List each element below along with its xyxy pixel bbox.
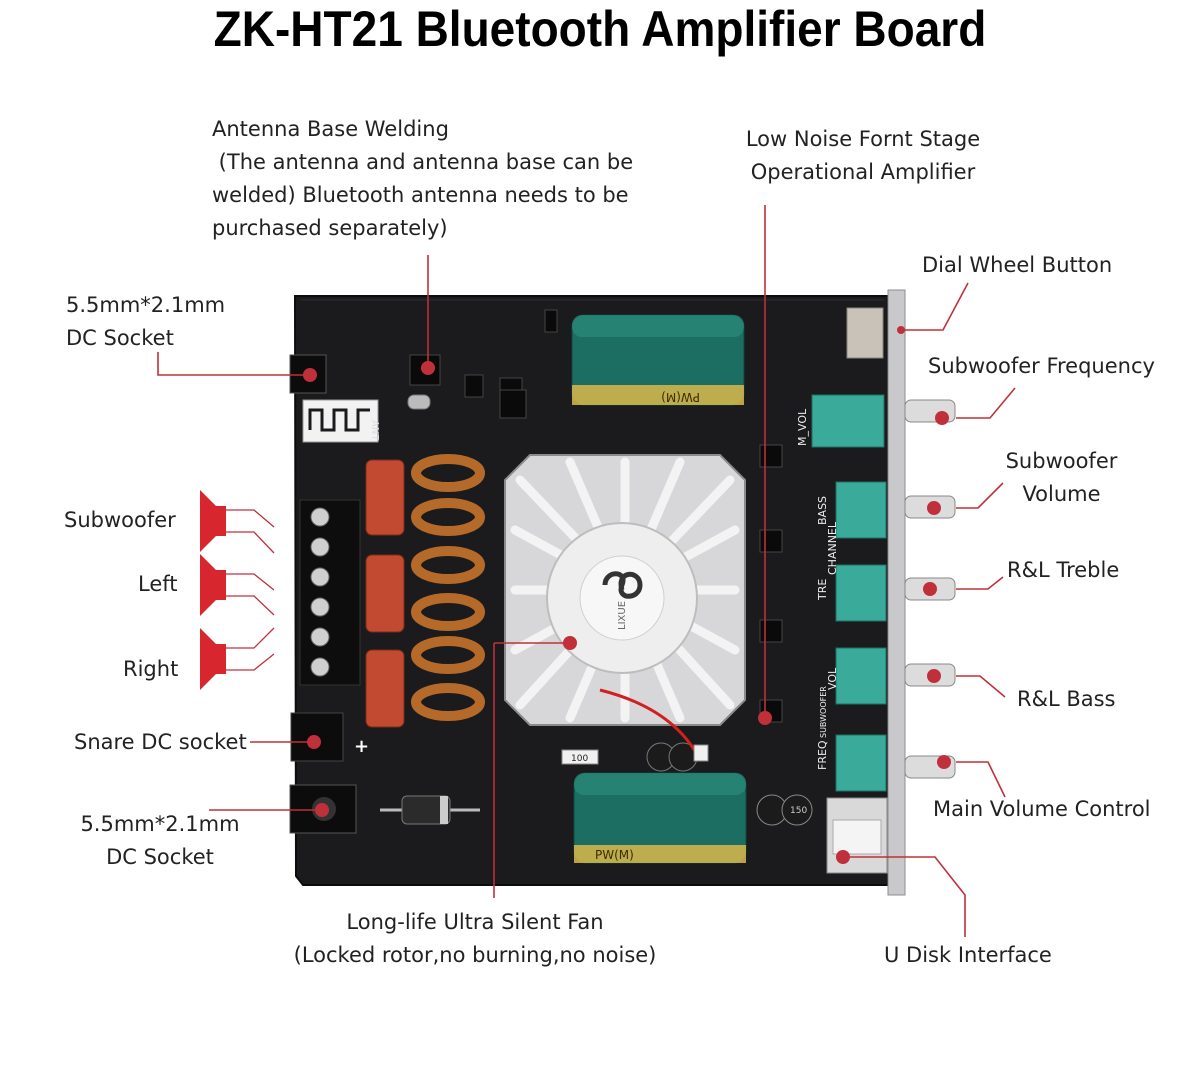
callout-dots [303,326,951,864]
potentiometers [811,307,956,874]
fan-brand: LIXUE [617,601,628,630]
top-capacitor: PW(M) [571,314,745,406]
subwoofer-volume-label: Subwoofer Volume [1005,449,1118,506]
speaker-icon [200,554,226,616]
bass-marking: BASS [816,496,829,525]
top-capacitor-brand: PW(M) [661,390,700,404]
subwoofer-frequency-label: Subwoofer Frequency [928,354,1155,378]
freq-marking: FREQ [816,740,829,770]
bass-label: R&L Bass [1017,687,1116,711]
inductors [411,454,485,721]
bluetooth-module [302,399,379,443]
u-disk-label: U Disk Interface [884,943,1052,967]
speaker-icon [200,628,226,690]
mvol-marking: M_VOL [796,408,809,446]
main-volume-label: Main Volume Control [933,797,1151,821]
dc-socket-bottom-label: 5.5mm*2.1mm DC Socket [80,812,240,869]
dial-wheel-label: Dial Wheel Button [922,253,1113,277]
channel-marking: CHANNEL [826,521,839,575]
bottom-capacitor-brand: PW(M) [595,848,634,862]
speaker-wires [226,509,275,671]
dc-sockets: + [289,354,369,834]
fan: LIXUE [546,522,709,762]
callout-lines [157,205,1016,937]
snare-dc-label: Snare DC socket [74,730,247,754]
antenna-label: Antenna Base Welding (The antenna and an… [212,117,634,240]
svg-text:+: + [354,736,369,757]
speaker-icons [200,490,226,690]
left-output-label: Left [138,572,178,596]
speaker-icon [200,490,226,552]
fan-label: Long-life Ultra Silent Fan (Locked rotor… [293,910,657,967]
vol-marking: VOL [826,667,839,690]
page-title: ZK-HT21 Bluetooth Amplifier Board [213,1,987,57]
film-capacitors [365,459,405,728]
resistor-marking: 100 [571,754,588,764]
speaker-terminal-block [299,499,361,686]
small-capacitor-marking: 150 [790,806,807,816]
ant-marking: ANT [369,420,380,441]
right-output-label: Right [123,657,179,681]
subwoofer-output-label: Subwoofer [64,508,176,532]
subwoofer-marking: SUBWOOFER [819,686,828,738]
treble-label: R&L Treble [1007,558,1120,582]
bottom-capacitor: PW(M) [573,772,747,864]
dc-socket-top-label: 5.5mm*2.1mm DC Socket [66,293,226,350]
low-noise-label: Low Noise Fornt Stage Operational Amplif… [745,127,981,184]
diode [380,795,480,825]
tre-marking: TRE [816,579,829,601]
small-capacitors: 150 [646,742,813,826]
